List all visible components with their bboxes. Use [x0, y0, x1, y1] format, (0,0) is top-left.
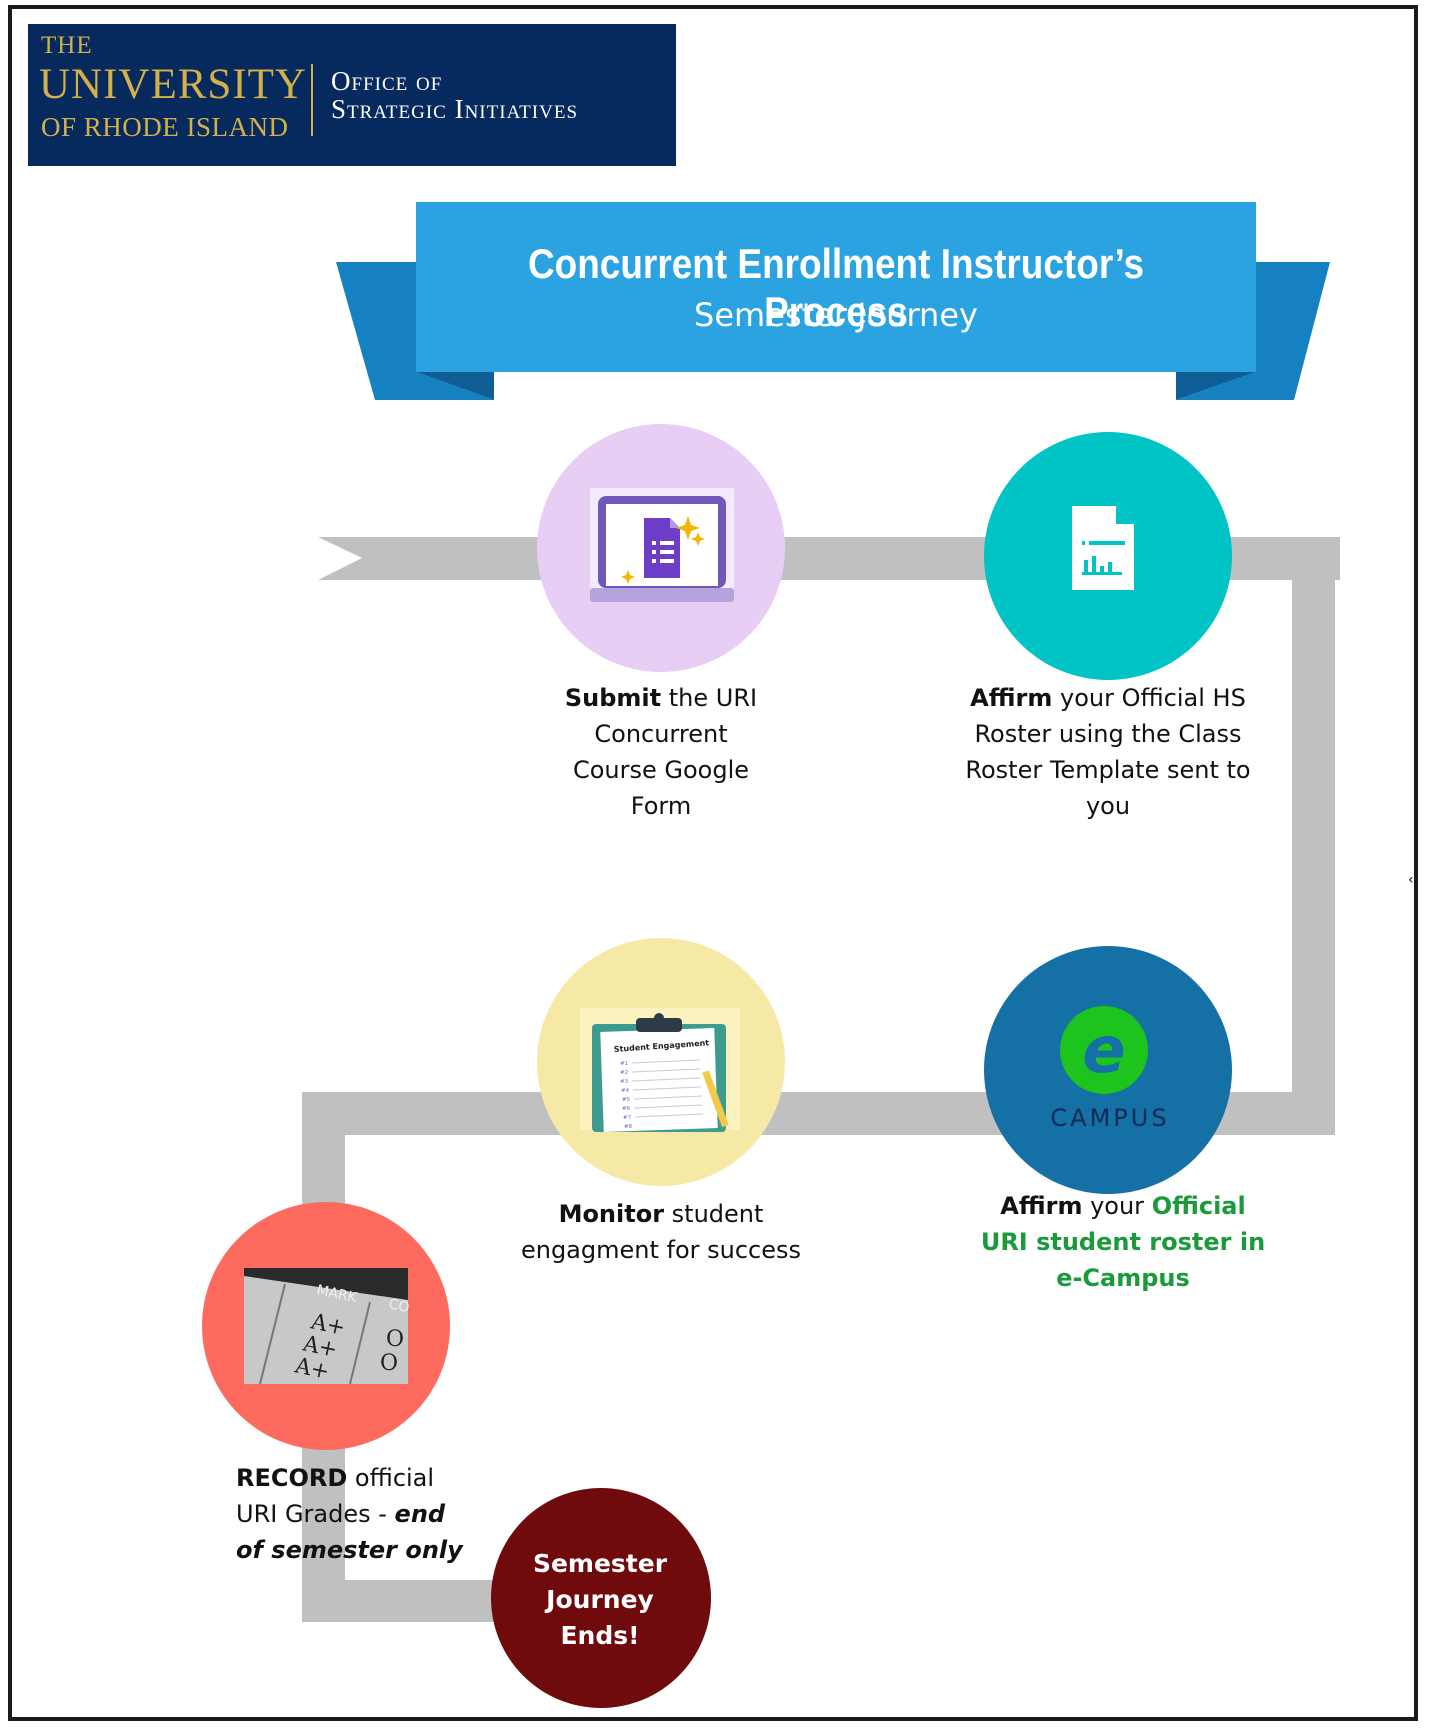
step-caption-bold: Monitor	[558, 1200, 665, 1228]
end-circle	[491, 1488, 711, 1708]
banner-ribbon-right	[1176, 262, 1330, 400]
step-caption-affirm-ecampus: Affirm your Official URI student roster …	[978, 1188, 1268, 1296]
ecampus-wordmark: CAMPUS	[1050, 1104, 1170, 1132]
clipboard-row: #2	[620, 1070, 628, 1076]
page-border	[8, 5, 1418, 1721]
page-title: Concurrent Enrollment Instructor’s Proce…	[527, 240, 1145, 335]
clipboard-row: #6	[622, 1106, 631, 1112]
stray-mark: ‹	[1408, 872, 1414, 888]
end-label: Semester Journey Ends!	[492, 1546, 708, 1654]
spreadsheet-document-icon	[1072, 506, 1134, 590]
step-caption-record: RECORD official URI Grades - end of seme…	[236, 1460, 468, 1568]
banner-fold-right	[1176, 372, 1256, 400]
clipboard-row: #5	[622, 1097, 631, 1103]
student-engagement-clipboard-icon: Student Engagement #1 #2 #3 #4 #5 #6 #7 …	[580, 1008, 740, 1132]
step-caption-text: student engagment for success	[520, 1200, 802, 1264]
step-caption-submit: Submit the URI Concurrent Course Google …	[556, 680, 766, 824]
clipboard-row: #3	[620, 1079, 629, 1085]
grade-o: O	[386, 1327, 404, 1352]
banner-front	[416, 202, 1256, 372]
step-caption-bold: Affirm	[970, 684, 1053, 712]
ecampus-logo-icon: e	[1060, 1006, 1148, 1094]
step-caption-text: your	[1082, 1192, 1152, 1220]
step-caption-text: official URI Grades -	[236, 1464, 435, 1528]
step-caption-text: your Official HS Roster using the Class …	[965, 684, 1251, 820]
step-caption-italic: end of semester only	[236, 1500, 463, 1564]
page-subtitle: Semester Journey	[694, 296, 978, 334]
step-caption-bold: RECORD	[236, 1464, 348, 1492]
step-caption-bold: Submit	[564, 684, 662, 712]
logo-the: THE	[41, 32, 93, 59]
end-label-line: Semester	[532, 1549, 668, 1578]
ecampus-letter: e	[1082, 1014, 1125, 1088]
step-caption-highlight: Official URI student roster in e-Campus	[980, 1192, 1266, 1292]
end-label-line: Journey	[546, 1585, 654, 1614]
logo-divider	[311, 64, 313, 136]
grade-sheet-photo-icon: MARK CO A+ A+ A+ O O	[244, 1268, 411, 1385]
path-segment-right	[1292, 537, 1335, 1135]
grades-header-co: CO	[387, 1296, 411, 1316]
step-caption-text: the URI Concurrent Course Google Form	[572, 684, 758, 820]
grade-o: O	[380, 1351, 398, 1376]
clipboard-row: #1	[620, 1061, 628, 1067]
logo-office-line2: Strategic Initiatives	[331, 94, 579, 124]
logo-office-line1: Office of	[331, 66, 443, 96]
logo-university: UNIVERSITY	[39, 61, 307, 108]
google-forms-laptop-icon	[590, 488, 734, 602]
clipboard-row: #7	[623, 1115, 632, 1121]
banner-ribbon-left	[336, 262, 494, 400]
uri-logo: THE UNIVERSITY OF RHODE ISLAND Office of…	[28, 24, 676, 166]
clipboard-row: #4	[621, 1088, 630, 1094]
step-caption-affirm-hs: Affirm your Official HS Roster using the…	[950, 680, 1266, 824]
banner-fold-left	[416, 372, 494, 400]
step-caption-bold: Affirm	[1000, 1192, 1083, 1220]
end-label-line: Ends!	[560, 1621, 640, 1650]
step-caption-monitor: Monitor student engagment for success	[516, 1196, 806, 1268]
clipboard-row: #8	[624, 1124, 633, 1130]
logo-rhode-island: OF RHODE ISLAND	[41, 112, 289, 142]
